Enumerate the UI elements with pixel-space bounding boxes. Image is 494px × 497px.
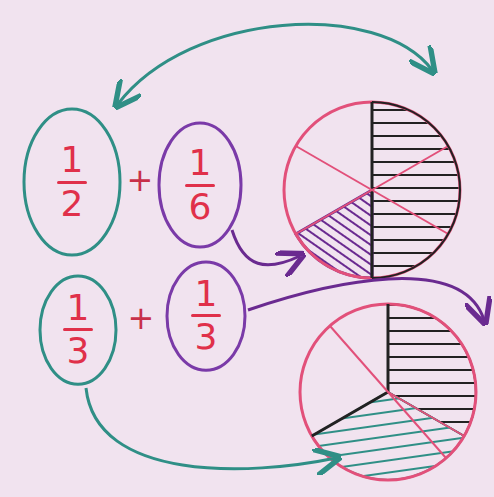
divider <box>296 146 448 234</box>
numerator: 1 <box>195 277 218 311</box>
pie-sixths <box>284 102 460 278</box>
circle-stroke <box>24 109 120 255</box>
denominator: 3 <box>195 320 218 354</box>
sixth-hatch <box>296 190 372 278</box>
half-hatch <box>372 102 460 278</box>
plus-sign: + <box>127 164 154 196</box>
fraction-bar <box>185 184 215 187</box>
third-hatch <box>312 392 464 480</box>
fraction-circle: 12 <box>22 107 122 257</box>
leader-arrow <box>232 230 300 265</box>
fraction-circle: 16 <box>157 121 243 249</box>
divider <box>312 392 388 436</box>
fraction: 13 <box>63 291 93 368</box>
numerator: 1 <box>61 143 84 177</box>
denominator: 3 <box>67 334 90 368</box>
divider <box>296 146 448 234</box>
divider <box>388 392 464 436</box>
leader-arrow <box>118 24 432 104</box>
fraction-circle: 13 <box>38 274 118 386</box>
leader-arrow <box>86 388 336 469</box>
circle-stroke <box>167 262 245 370</box>
pie-outline <box>300 304 476 480</box>
half-outline <box>372 102 460 278</box>
numerator: 1 <box>189 146 212 180</box>
fraction-circle: 13 <box>165 260 247 372</box>
fraction-bar <box>63 328 93 331</box>
plus-sign: + <box>128 302 155 334</box>
fraction: 12 <box>57 143 87 220</box>
numerator: 1 <box>67 291 90 325</box>
circle-stroke <box>40 276 116 384</box>
denominator: 2 <box>61 187 84 221</box>
fraction: 16 <box>185 146 215 223</box>
fraction-bar <box>57 181 87 184</box>
denominator: 6 <box>189 190 212 224</box>
divider <box>387 304 390 392</box>
fraction: 13 <box>191 277 221 354</box>
divider <box>330 326 446 458</box>
pie-thirds <box>300 304 476 480</box>
pie-outline <box>284 102 460 278</box>
fraction-bar <box>191 314 221 317</box>
leader-arrow <box>248 279 484 320</box>
circle-stroke <box>159 123 241 247</box>
